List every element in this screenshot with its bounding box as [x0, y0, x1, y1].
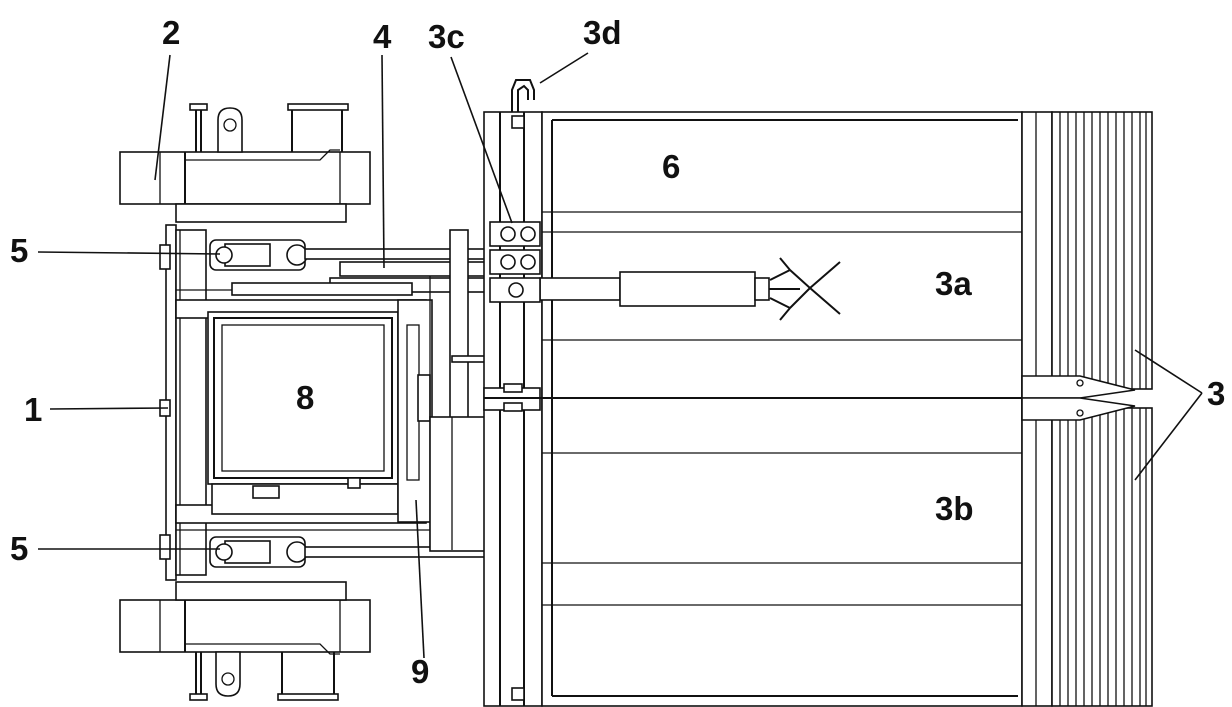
- fittings-3c: [489, 221, 541, 303]
- label-6: 6: [662, 148, 680, 185]
- part-9: [397, 299, 433, 523]
- wheel-bracket-bottom: [119, 581, 371, 701]
- box-unit: [207, 311, 399, 515]
- cylinder-bottom: [209, 536, 486, 568]
- label-1: 1: [24, 391, 42, 428]
- label-8: 8: [296, 379, 314, 416]
- label-4: 4: [373, 18, 392, 55]
- leader-lines: [37, 52, 1203, 659]
- cylinder-6: [539, 257, 841, 321]
- center-clamp: [1021, 375, 1136, 421]
- pipe-3d: [511, 79, 535, 112]
- bristles-bottom: [1051, 407, 1153, 707]
- label-2: 2: [162, 14, 180, 51]
- label-9: 9: [411, 653, 429, 690]
- label-5-bottom: 5: [10, 530, 28, 567]
- label-3a: 3a: [935, 265, 972, 302]
- label-5-top: 5: [10, 232, 28, 269]
- label-3d: 3d: [583, 14, 622, 51]
- label-3c: 3c: [428, 18, 465, 55]
- bristles-top: [1051, 111, 1153, 390]
- label-3: 3: [1207, 375, 1225, 412]
- wheel-bracket-top: [119, 103, 371, 223]
- label-3b: 3b: [935, 490, 974, 527]
- hopper-frame: [483, 111, 1053, 707]
